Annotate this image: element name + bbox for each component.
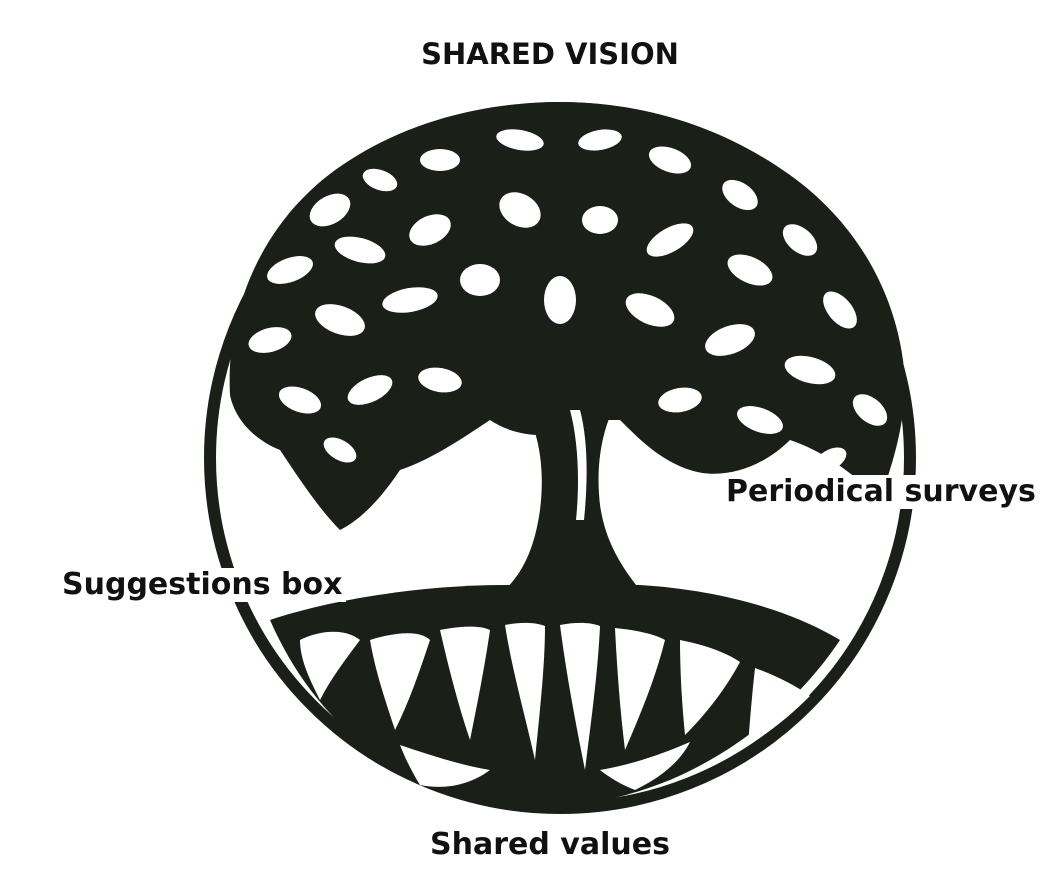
trunk-highlight xyxy=(570,410,587,520)
label-periodical-surveys: Periodical surveys xyxy=(722,475,1040,509)
root-gaps xyxy=(300,622,810,790)
canopy-gaps xyxy=(248,129,888,473)
label-suggestions-box: Suggestions box xyxy=(58,568,347,602)
label-shared-vision: SHARED VISION xyxy=(421,37,679,71)
label-shared-values: Shared values xyxy=(430,827,670,862)
trunk xyxy=(505,400,640,590)
